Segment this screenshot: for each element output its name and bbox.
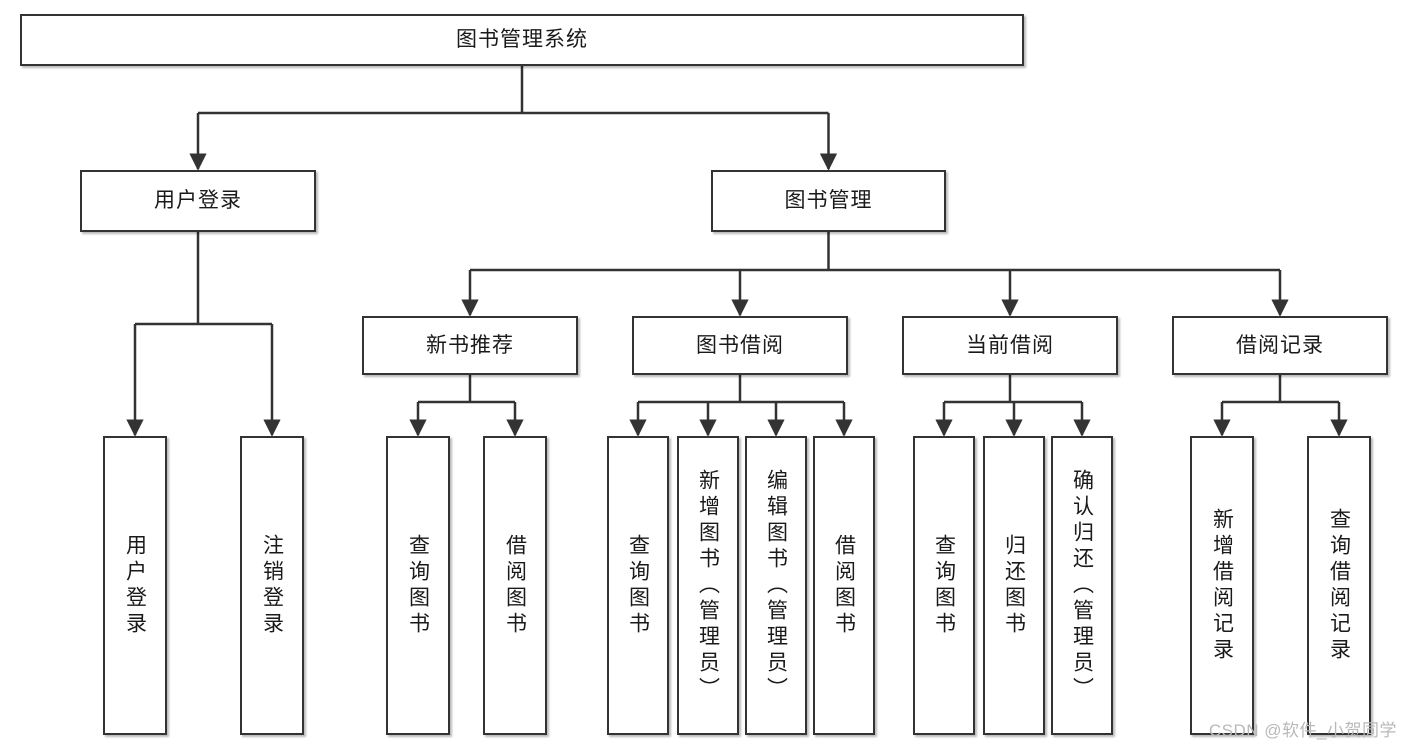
leaf-user-login[interactable]: 用户登录 — [103, 436, 167, 735]
leaf-br-query-record[interactable]: 查询借阅记录 — [1307, 436, 1371, 735]
node-label: 查询借阅记录 — [1327, 507, 1351, 664]
node-label: 新增图书（管理员） — [696, 468, 720, 703]
node-label: 图书借阅 — [696, 333, 784, 357]
node-label: 借阅图书 — [503, 533, 527, 638]
node-label: 查询图书 — [626, 533, 650, 638]
node-current-borrow[interactable]: 当前借阅 — [902, 316, 1118, 375]
node-label: 借阅图书 — [832, 533, 856, 638]
node-label: 当前借阅 — [966, 333, 1054, 357]
node-label: 注销登录 — [260, 533, 284, 638]
node-user-login[interactable]: 用户登录 — [80, 170, 316, 232]
leaf-cb-return-book[interactable]: 归还图书 — [983, 436, 1045, 735]
node-label: 用户登录 — [123, 533, 147, 638]
node-label: 图书管理 — [784, 189, 873, 213]
node-label: 新书推荐 — [426, 333, 514, 357]
leaf-bb-add-book[interactable]: 新增图书（管理员） — [677, 436, 739, 735]
leaf-bb-query-book[interactable]: 查询图书 — [607, 436, 669, 735]
watermark: CSDN @软件_小贺同学 — [1208, 721, 1397, 740]
node-book-borrow[interactable]: 图书借阅 — [632, 316, 848, 375]
node-label: 借阅记录 — [1236, 333, 1324, 357]
node-label: 编辑图书（管理员） — [764, 468, 788, 703]
leaf-cb-query-book[interactable]: 查询图书 — [913, 436, 975, 735]
node-label: 用户登录 — [154, 189, 242, 213]
node-root[interactable]: 图书管理系统 — [20, 14, 1024, 66]
node-borrow-record[interactable]: 借阅记录 — [1172, 316, 1388, 375]
node-label: 图书管理系统 — [456, 28, 588, 52]
node-label: 确认归还（管理员） — [1070, 468, 1094, 703]
leaf-logout[interactable]: 注销登录 — [240, 436, 304, 735]
leaf-rec-borrow-book[interactable]: 借阅图书 — [483, 436, 547, 735]
node-label: 归还图书 — [1002, 533, 1026, 638]
node-label: 查询图书 — [406, 533, 430, 638]
leaf-bb-borrow-book[interactable]: 借阅图书 — [813, 436, 875, 735]
node-label: 新增借阅记录 — [1210, 507, 1234, 664]
node-label: 查询图书 — [932, 533, 956, 638]
leaf-rec-query-book[interactable]: 查询图书 — [386, 436, 450, 735]
leaf-cb-confirm-return[interactable]: 确认归还（管理员） — [1051, 436, 1113, 735]
node-new-book-recommendation[interactable]: 新书推荐 — [362, 316, 578, 375]
node-book-management[interactable]: 图书管理 — [711, 170, 946, 232]
leaf-br-add-record[interactable]: 新增借阅记录 — [1190, 436, 1254, 735]
leaf-bb-edit-book[interactable]: 编辑图书（管理员） — [745, 436, 807, 735]
